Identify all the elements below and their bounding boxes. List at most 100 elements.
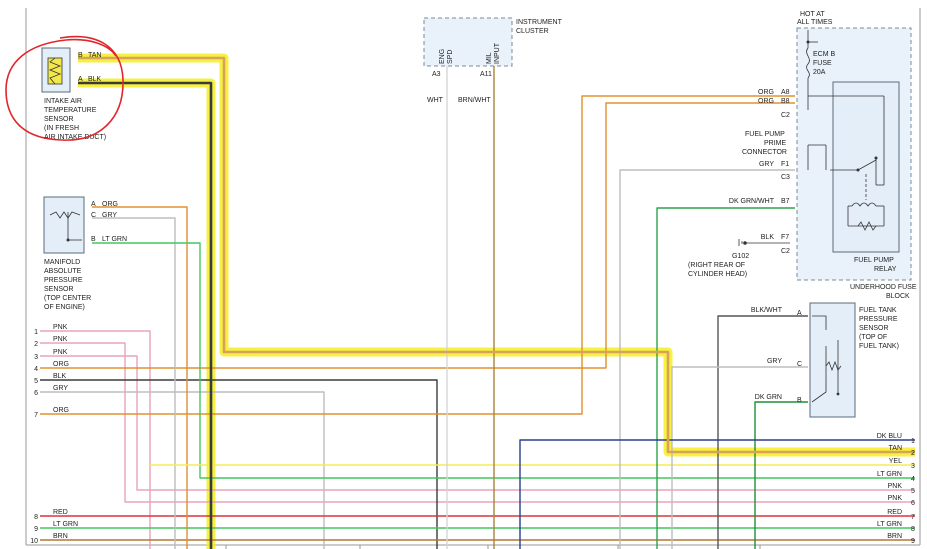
iat-label-3: SENSOR	[44, 116, 74, 123]
highlight-glow	[78, 53, 915, 549]
ftp-label-4: (TOP OF	[859, 334, 887, 341]
iat-pin-b: B	[78, 52, 83, 59]
right-pin-number-2: 2	[911, 450, 915, 457]
prime-label-1: FUEL PUMP	[745, 131, 785, 138]
annotation-circle	[5, 35, 124, 141]
relay-wire-1: ORG	[758, 98, 774, 105]
fuse-label-1: ECM B	[813, 51, 836, 58]
map-label-2: ABSOLUTE	[44, 268, 82, 275]
right-pin-number-1: 1	[911, 438, 915, 445]
wire-blk-wht-19	[717, 315, 808, 549]
ftp-label-3: SENSOR	[859, 325, 889, 332]
right-pin-number-5: 5	[911, 488, 915, 495]
ftp-pin-c: C	[797, 361, 802, 368]
prime-label-3: CONNECTOR	[742, 149, 787, 156]
wire-pnk-2	[40, 355, 915, 491]
wire-blk-23	[78, 81, 213, 549]
left-wire-label-8: RED	[53, 509, 68, 516]
right-wire-label-5: PNK	[888, 483, 903, 490]
map-label-6: OF ENGINE)	[44, 304, 85, 311]
right-wire-label-4: LT GRN	[877, 471, 902, 478]
map-pin-c: C	[91, 212, 96, 219]
hot-label-1: HOT AT	[800, 11, 825, 18]
wire-org-6	[40, 95, 795, 415]
iat-wire-a: BLK	[88, 76, 102, 83]
wire-org-10	[92, 206, 188, 549]
cluster-label-1: INSTRUMENT	[516, 19, 563, 26]
wire-dk-grn-21	[754, 401, 808, 549]
fuse-label-3: 20A	[813, 69, 826, 76]
right-wire-label-2: TAN	[889, 445, 902, 452]
relay-wire-0: ORG	[758, 89, 774, 96]
left-wire-label-3: PNK	[53, 349, 68, 356]
right-pin-number-6: 6	[911, 500, 915, 507]
left-pin-number-2: 2	[34, 341, 38, 348]
block-label-2: BLOCK	[886, 293, 910, 300]
left-pin-number-4: 4	[34, 366, 38, 373]
map-pin-b: B	[91, 236, 96, 243]
intake-air-temp-sensor: B TAN A BLK INTAKE AIR TEMPERATURE SENSO…	[41, 47, 106, 141]
left-pin-number-3: 3	[34, 354, 38, 361]
right-wire-label-1: DK BLU	[877, 433, 902, 440]
cluster-pin2-label-1: MIL	[486, 52, 493, 64]
map-label-1: MANIFOLD	[44, 259, 80, 266]
relay-pin-f7-6: F7	[781, 234, 789, 241]
iat-label-4: (IN FRESH	[44, 125, 79, 132]
relay-pin-f1-3: F1	[781, 161, 789, 168]
map-pin-a: A	[91, 201, 96, 208]
left-pin-number-10: 10	[30, 538, 38, 545]
wire-dk-blu-22	[519, 439, 915, 549]
cluster-pin1-label-2: SPD	[447, 50, 454, 64]
right-wire-label-8: LT GRN	[877, 521, 902, 528]
relay-pin-a8-0: A8	[781, 89, 790, 96]
right-wire-label-6: PNK	[888, 495, 903, 502]
wire-gry-20	[671, 366, 808, 549]
map-wire-c: GRY	[102, 212, 117, 219]
wire-blk-4	[40, 379, 438, 549]
ftp-wire-dk-grn: DK GRN	[755, 394, 782, 401]
right-pin-number-4: 4	[911, 476, 915, 483]
ftp-label-5: FUEL TANK)	[859, 343, 899, 350]
cluster-pin1-label-1: ENG	[439, 49, 446, 64]
iat-label-2: TEMPERATURE	[44, 107, 97, 114]
ftp-label-2: PRESSURE	[859, 316, 898, 323]
bottom-ticks	[225, 545, 761, 549]
left-pin-number-7: 7	[34, 412, 38, 419]
ground-name: G102	[732, 253, 749, 260]
cluster-wire-wht: WHT	[427, 97, 444, 104]
left-wire-label-1: PNK	[53, 324, 68, 331]
left-pin-number-1: 1	[34, 329, 38, 336]
ftp-pin-b: B	[797, 397, 802, 404]
left-wire-label-2: PNK	[53, 336, 68, 343]
ftp-label-1: FUEL TANK	[859, 307, 897, 314]
iat-wire-b: TAN	[88, 52, 101, 59]
right-wire-label-3: YEL	[889, 458, 902, 465]
ground-g102: G102 (RIGHT REAR OF CYLINDER HEAD)	[688, 239, 790, 278]
map-wire-a: ORG	[102, 201, 118, 208]
underhood-fuse-block: HOT AT ALL TIMES ECM B FUSE 20A FUEL PUM…	[742, 11, 917, 300]
right-pin-number-3: 3	[911, 463, 915, 470]
left-wire-label-6: GRY	[53, 385, 68, 392]
relay-pin-b8-1: B8	[781, 98, 790, 105]
block-label-1: UNDERHOOD FUSE	[850, 284, 917, 291]
relay-pin-c3-4: C3	[781, 174, 790, 181]
left-wire-label-7: ORG	[53, 407, 69, 414]
fuel-tank-pressure-sensor: FUEL TANK PRESSURE SENSOR (TOP OF FUEL T…	[809, 302, 899, 418]
wire-gry-11	[92, 217, 176, 549]
right-wire-label-9: BRN	[887, 533, 902, 540]
wire-org-3	[40, 102, 795, 369]
relay-label-2: RELAY	[874, 266, 897, 273]
iat-pin-a: A	[78, 76, 83, 83]
ground-label-2: CYLINDER HEAD)	[688, 271, 747, 278]
wire-layer	[40, 56, 915, 549]
map-label-5: (TOP CENTER	[44, 295, 91, 302]
left-pin-number-5: 5	[34, 378, 38, 385]
fuse-label-2: FUSE	[813, 60, 832, 67]
right-pin-number-9: 9	[911, 538, 915, 545]
iat-label-5: AIR INTAKE DUCT)	[44, 134, 106, 141]
relay-wire-5: DK GRN/WHT	[729, 198, 775, 205]
right-pin-number-7: 7	[911, 514, 915, 521]
